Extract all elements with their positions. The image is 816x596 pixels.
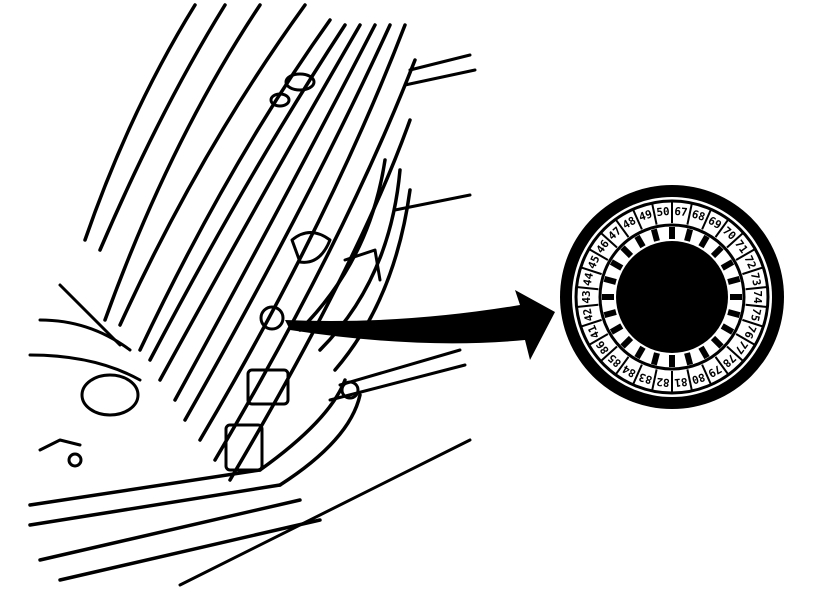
dial-separator bbox=[614, 218, 630, 238]
dial-tick bbox=[710, 335, 724, 349]
dial-separator bbox=[580, 266, 602, 276]
dial-separator bbox=[714, 218, 730, 238]
dial-tick bbox=[720, 259, 735, 271]
dial-number: 45 bbox=[585, 254, 602, 271]
dial-number: 48 bbox=[620, 214, 638, 232]
dial-tick bbox=[634, 345, 646, 360]
dial-tick bbox=[727, 309, 741, 319]
dial-separator bbox=[745, 285, 768, 291]
dial-number: 41 bbox=[585, 323, 602, 341]
dial-separator bbox=[686, 369, 693, 392]
dial-tick bbox=[634, 234, 646, 249]
dial-hub bbox=[616, 241, 728, 353]
dial-tick bbox=[684, 352, 694, 366]
dial-number: 42 bbox=[581, 307, 596, 323]
dial-separator bbox=[745, 303, 768, 309]
dial-number: 75 bbox=[748, 307, 763, 323]
dial-separator bbox=[742, 318, 764, 328]
dial-number: 50 bbox=[656, 205, 671, 219]
dial-separator bbox=[614, 356, 630, 376]
pillar-curves bbox=[83, 3, 417, 482]
dial-separator bbox=[576, 303, 599, 309]
dial-number: 84 bbox=[620, 362, 638, 380]
dial-separator bbox=[726, 232, 745, 249]
dial-number: 43 bbox=[580, 290, 593, 303]
dial-number: 77 bbox=[732, 338, 750, 356]
dial-tick bbox=[609, 323, 624, 335]
dial-separator bbox=[588, 248, 609, 261]
arrow-icon bbox=[285, 290, 555, 360]
dial-tick bbox=[650, 352, 660, 366]
dial-number: 76 bbox=[741, 323, 758, 341]
dial-number: 79 bbox=[706, 362, 724, 380]
dial-ring-2 bbox=[598, 223, 746, 371]
dial-separator bbox=[742, 266, 764, 276]
dial-separator bbox=[576, 285, 599, 291]
dial-number: 69 bbox=[706, 214, 724, 232]
dial-separator bbox=[686, 202, 693, 225]
dial-separator bbox=[599, 345, 618, 362]
dial-number: 73 bbox=[748, 271, 763, 287]
door-sill bbox=[28, 158, 412, 582]
dial-tick bbox=[620, 335, 634, 349]
dial-separator bbox=[632, 364, 643, 386]
dial-tick bbox=[727, 275, 741, 285]
dial-number: 67 bbox=[674, 205, 689, 219]
dial-tick bbox=[620, 245, 634, 259]
pillar-details bbox=[38, 72, 382, 472]
dial-separator bbox=[735, 248, 756, 261]
dial-tick bbox=[609, 259, 624, 271]
dial-tick bbox=[710, 245, 724, 259]
dial-tick bbox=[698, 345, 710, 360]
dial-separator bbox=[701, 208, 712, 230]
dial-number: 44 bbox=[581, 271, 597, 287]
dial-number: 80 bbox=[690, 370, 707, 386]
dial-separator bbox=[651, 369, 658, 392]
dial-tick bbox=[650, 228, 660, 242]
dial-separator bbox=[580, 318, 602, 328]
dial-number: 74 bbox=[751, 290, 764, 304]
dial-number: 49 bbox=[637, 207, 654, 223]
dial-separator bbox=[726, 345, 745, 362]
dial-separator bbox=[701, 364, 712, 386]
dial-separator bbox=[632, 208, 643, 230]
dial-separator bbox=[651, 202, 658, 225]
dial-separator bbox=[599, 232, 618, 249]
dial-number: 72 bbox=[741, 254, 758, 271]
dial-tick bbox=[603, 275, 617, 285]
dial-tick bbox=[698, 234, 710, 249]
dial-separator bbox=[588, 333, 609, 346]
dial-separator bbox=[735, 333, 756, 346]
dial-tick bbox=[603, 309, 617, 319]
dial-tick bbox=[720, 323, 735, 335]
dial-number: 82 bbox=[656, 375, 671, 389]
dial-number: 68 bbox=[690, 207, 707, 223]
dial-number: 81 bbox=[673, 375, 688, 389]
dial-number: 83 bbox=[637, 370, 654, 386]
dial-tick bbox=[684, 228, 694, 242]
dial-separator bbox=[714, 356, 730, 376]
